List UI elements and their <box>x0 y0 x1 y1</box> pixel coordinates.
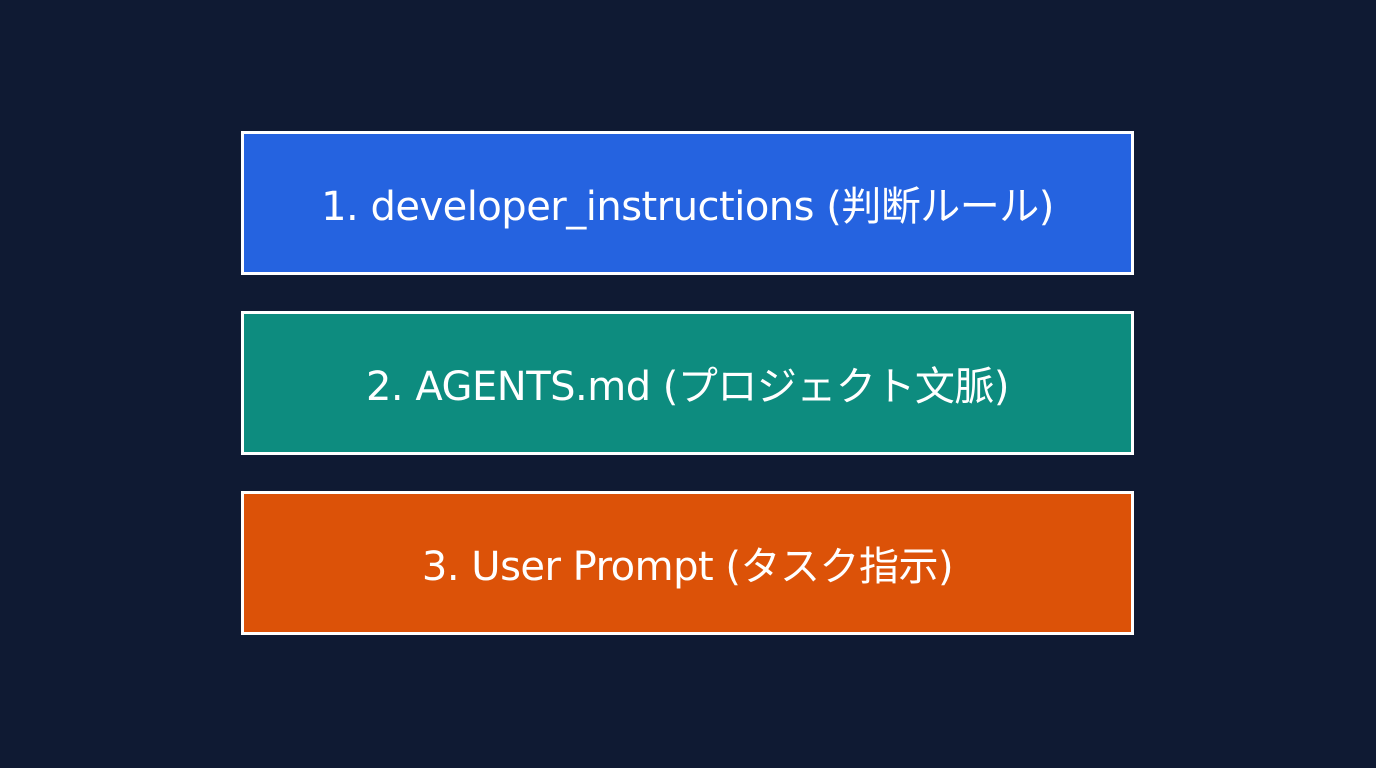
layer-box-developer-instructions: 1. developer_instructions (判断ルール) <box>241 131 1134 275</box>
layer-box-agents-md: 2. AGENTS.md (プロジェクト文脈) <box>241 311 1134 455</box>
layer-label-user-prompt: 3. User Prompt (タスク指示) <box>421 544 954 590</box>
layer-label-agents-md: 2. AGENTS.md (プロジェクト文脈) <box>365 364 1010 410</box>
layer-label-developer-instructions: 1. developer_instructions (判断ルール) <box>321 184 1054 230</box>
layer-box-user-prompt: 3. User Prompt (タスク指示) <box>241 491 1134 635</box>
